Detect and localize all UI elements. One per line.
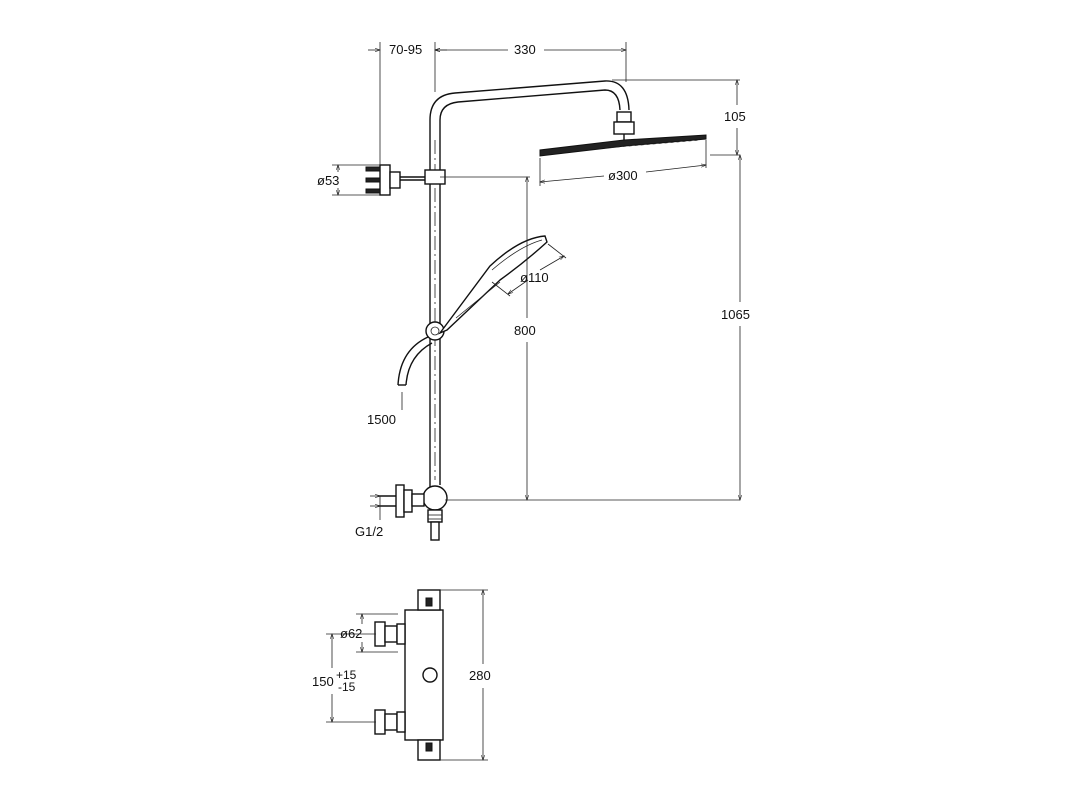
thermostat-diameter-label: ø62	[340, 626, 362, 641]
head-drop-label: 105	[724, 109, 746, 124]
thermostatic-mixer	[374, 589, 444, 761]
centres-tolerance-plus: +15	[336, 668, 357, 682]
thread-label: G1/2	[355, 524, 383, 539]
dimension-lines	[326, 42, 740, 760]
dimension-labels: 70-95 330 ø53 105 ø300 ø110 800 1065 150…	[312, 42, 750, 694]
centres-label: 150	[312, 674, 334, 689]
slider-height-label: 800	[514, 323, 536, 338]
wall-bracket	[365, 164, 401, 196]
hand-shower	[437, 235, 548, 335]
centres-tolerance-minus: -15	[338, 680, 356, 694]
wall-offset-label: 70-95	[389, 42, 422, 57]
hose-length-label: 1500	[367, 412, 396, 427]
mixer-outlet-connection	[378, 484, 448, 541]
thermostat-height-label: 280	[469, 668, 491, 683]
total-height-label: 1065	[721, 307, 750, 322]
shower-column	[400, 80, 630, 495]
bracket-diameter-label: ø53	[317, 173, 339, 188]
hand-shower-diameter-label: ø110	[520, 270, 549, 285]
rain-shower-head	[539, 111, 707, 157]
head-diameter-label: ø300	[608, 168, 638, 183]
shower-hose	[397, 336, 433, 386]
arm-reach-label: 330	[514, 42, 536, 57]
